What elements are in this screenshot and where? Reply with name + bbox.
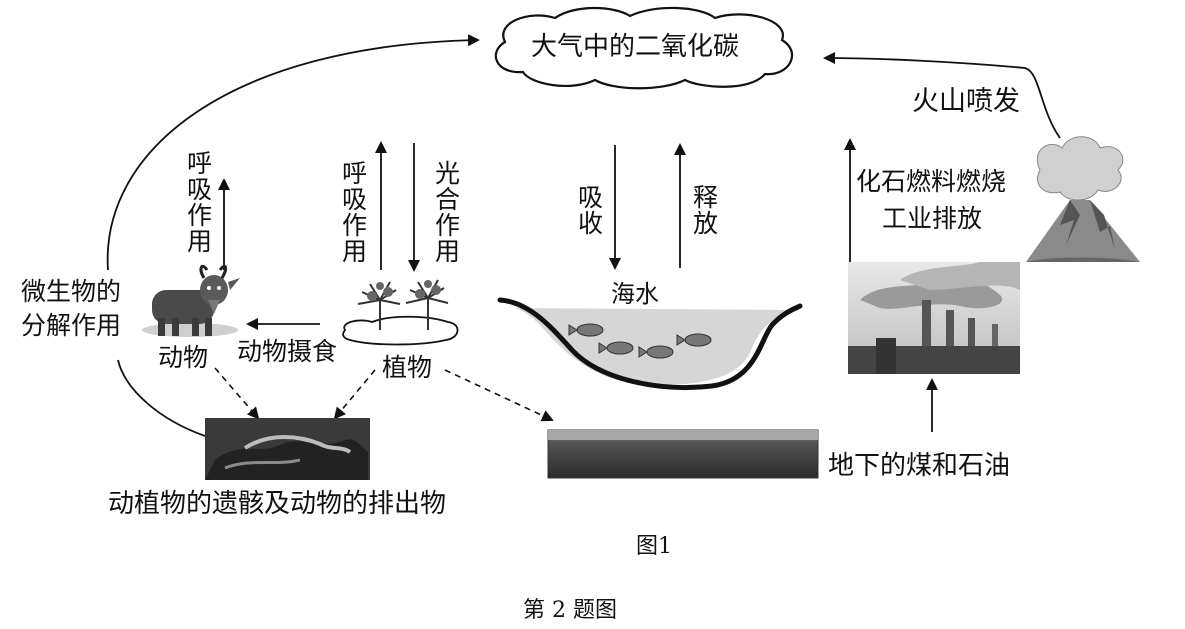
photosynthesis-label: 光合作用 [431,160,461,264]
fossil-fuel-label: 化石燃料燃烧 [856,167,1007,196]
plant-illustration [342,279,459,346]
plant-label: 植物 [382,353,433,382]
ocean-basin [497,297,803,390]
atmosphere-co2-label: 大气中的二氧化碳 [531,32,740,62]
animal-to-remains-dashed [214,367,260,420]
question-caption: 第 2 题图 [523,598,617,623]
decomposition-to-air-arrow [106,34,480,271]
seawater-label: 海水 [611,280,659,308]
factory-image [848,262,1020,374]
absorb-label: 吸收 [574,184,604,236]
microbe-label-line1: 微生物的 [21,277,122,306]
plant-respiration-label: 呼吸作用 [338,160,368,264]
remains-label: 动植物的遗骸及动物的排出物 [108,489,447,519]
plant-to-remains-dashed [333,369,376,420]
animal-label: 动物 [158,343,209,372]
goat-illustration [142,264,240,337]
microbe-label-line2: 分解作用 [21,311,122,340]
coal-oil-label: 地下的煤和石油 [828,451,1011,481]
animal-respiration-label: 呼吸作用 [183,150,213,254]
volcano-eruption-label: 火山喷发 [912,86,1020,117]
cloud-shape [494,6,794,90]
animal-feeding-label: 动物摄食 [237,337,338,366]
remains-to-microbe-curve [117,359,206,437]
release-label: 释放 [689,184,719,236]
remains-image [205,418,370,480]
coal-oil-stratum [547,429,819,479]
industrial-emission-label: 工业排放 [882,204,983,233]
figure-caption: 图1 [636,534,672,559]
volcano-to-air-arrow [823,52,1061,139]
volcano-image [1026,136,1140,262]
plant-to-coal-dashed [444,369,554,422]
